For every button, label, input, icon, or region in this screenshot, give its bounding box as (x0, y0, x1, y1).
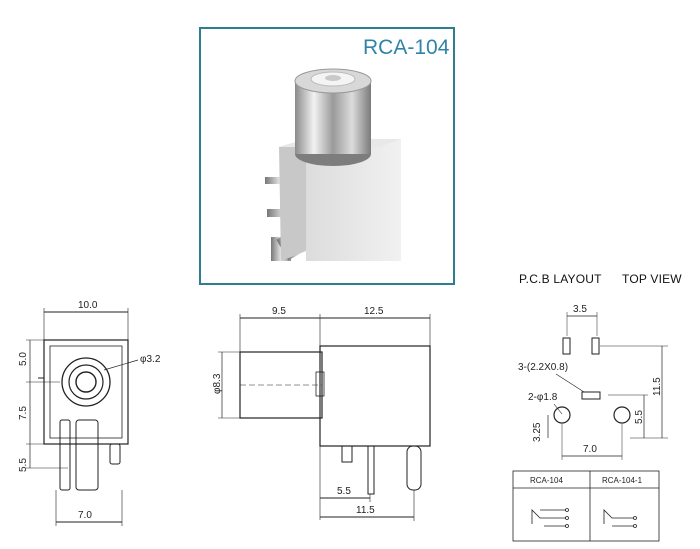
top-view-header: TOP VIEW (622, 272, 682, 286)
dim-slot-size: 3-(2.2X0.8) (518, 362, 568, 373)
dim-barrel-dia: φ8.3 (212, 373, 223, 394)
schematic-col2: RCA-104-1 (602, 476, 643, 485)
dim-hole-dia: φ3.2 (140, 354, 161, 365)
schematic-symbol-2 (603, 509, 637, 528)
jack-hole (75, 371, 97, 393)
front-pin-right (109, 443, 121, 465)
barrel-hole (325, 75, 341, 81)
dim-h1: 5.0 (18, 352, 29, 366)
product-title: RCA-104 (363, 36, 450, 59)
dim-pcb-height: 11.5 (652, 377, 663, 396)
front-view-drawing: 10.0 φ3.2 5.0 7.5 5.5 7.0 (18, 300, 161, 526)
dim-front-len: 9.5 (272, 306, 286, 317)
side-pin-c (406, 445, 422, 491)
dim-pin-span: 7.0 (78, 510, 92, 521)
front-body (43, 339, 129, 445)
pcb-slot-3 (581, 391, 601, 400)
dim-pin-offset: 5.5 (337, 486, 351, 497)
schematic-table: RCA-104 RCA-104-1 (512, 470, 660, 542)
schematic-border (512, 470, 660, 542)
pcb-hole-2 (613, 406, 631, 424)
dim-h3: 5.5 (18, 458, 29, 472)
side-body (319, 345, 431, 447)
dim-pin-span-side: 11.5 (356, 505, 375, 516)
rca-jack-photo (265, 68, 401, 261)
pcb-slot-1 (562, 337, 571, 355)
front-pin-center (75, 419, 99, 491)
pcb-hole-1 (553, 406, 571, 424)
schematic-symbol-1 (531, 508, 569, 528)
pcb-slot-2 (591, 337, 600, 355)
dim-right-off: 5.5 (634, 410, 645, 424)
dim-hole-dia-pcb: 2-φ1.8 (528, 392, 558, 403)
dim-body-len: 12.5 (364, 306, 384, 317)
dim-slot-pitch: 3.5 (573, 304, 587, 315)
body-side (279, 139, 306, 261)
side-pin-a (341, 445, 353, 463)
dim-hole-span: 7.0 (583, 444, 597, 455)
side-pin-b (367, 445, 375, 495)
pcb-layout-drawing: 3.5 3-(2.2X0.8) 2-φ1.8 11.5 5.5 3.25 7.0 (518, 304, 668, 460)
schematic-col1: RCA-104 (530, 476, 563, 485)
dim-width: 10.0 (78, 300, 98, 311)
body-front (306, 139, 401, 261)
product-photo-frame (199, 27, 455, 285)
dim-h2: 7.5 (18, 406, 29, 420)
pcb-layout-header: P.C.B LAYOUT (519, 272, 602, 286)
jack-outer-ring (61, 357, 111, 407)
dim-left-off: 3.25 (532, 422, 543, 442)
side-view-drawing: 9.5 12.5 φ8.3 5.5 11.5 (212, 306, 431, 521)
front-pin-left (59, 419, 71, 491)
